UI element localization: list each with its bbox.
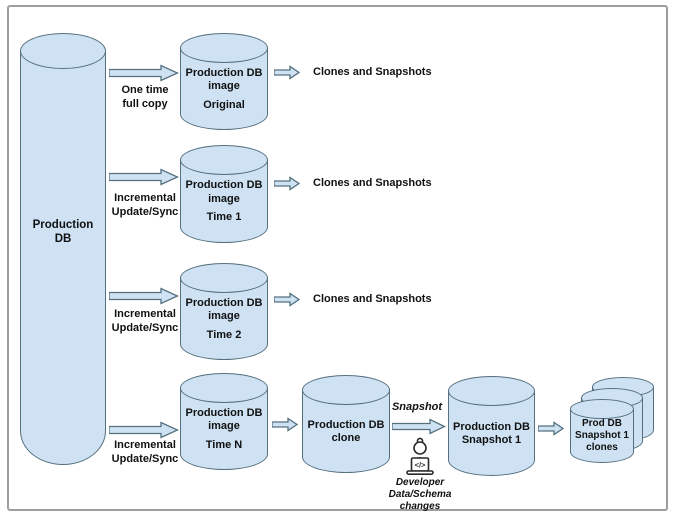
cylinder-top-ellipse [180, 373, 268, 403]
developer-code-glyph: </> [415, 461, 426, 470]
production-db-image-timeN-cylinder: Production DB image Time N [180, 373, 268, 470]
snapshot-arrow [392, 418, 446, 435]
cylinder-label: Production DB Snapshot 1 [450, 404, 533, 464]
cylinder-body [20, 51, 106, 465]
cylinder-title: Production DB Snapshot 1 [453, 420, 530, 446]
cylinder-subtitle: Time N [205, 438, 243, 451]
cylinder-title: Production DB image [185, 296, 263, 323]
cylinder-title: Production DB image [185, 179, 263, 205]
output-arrow-row3 [274, 292, 300, 307]
clones-arrow [538, 421, 564, 436]
arrow-label-row4: Incremental Update/Sync [111, 439, 179, 465]
cylinder-label: Prod DB Snapshot 1 clones [572, 417, 632, 455]
cylinder-subtitle: Original [203, 98, 245, 111]
production-db-snapshot1-cylinder: Production DB Snapshot 1 [448, 376, 535, 476]
cylinder-label: Production DB image Original [182, 61, 266, 118]
cylinder-title: Production DB image [185, 406, 263, 433]
production-db-label: Production DB [32, 219, 94, 246]
cylinder-label: Production DB clone [304, 403, 388, 461]
production-db-image-original-cylinder: Production DB image Original [180, 33, 268, 130]
cylinder-label: Production DB image Time 2 [182, 291, 266, 348]
production-db-image-time1-cylinder: Production DB image Time 1 [180, 145, 268, 243]
cylinder-label: Production DB image Time N [182, 401, 266, 458]
clones-snapshots-label-row2: Clones and Snapshots [313, 177, 432, 189]
sync-arrow-row2 [109, 168, 179, 186]
cylinder-top-ellipse [302, 375, 390, 405]
developer-caption: Developer Data/Schema changes [388, 477, 452, 512]
clone-arrow [272, 417, 298, 432]
sync-arrow-row3 [109, 287, 179, 305]
sync-arrow-row4 [109, 421, 179, 439]
cylinder-title: Production DB image [185, 66, 263, 93]
arrow-label-row1: One time full copy [121, 84, 169, 110]
output-arrow-row2 [274, 176, 300, 191]
developer-icon: </> [406, 437, 434, 476]
arrow-label-row3: Incremental Update/Sync [111, 308, 179, 334]
cylinder-subtitle: Time 2 [206, 328, 242, 341]
cylinder-top-ellipse [180, 263, 268, 293]
cylinder-top-ellipse [180, 145, 268, 175]
snapshot-arrow-label: Snapshot [391, 401, 443, 413]
production-db-clone-cylinder: Production DB clone [302, 375, 390, 473]
cylinder-top-ellipse [180, 33, 268, 63]
cylinder-top-ellipse [570, 399, 634, 419]
cylinder-top-ellipse [20, 33, 106, 69]
cylinder-top-ellipse [448, 376, 535, 406]
clones-snapshots-label-row1: Clones and Snapshots [313, 66, 432, 78]
arrow-label-row2: Incremental Update/Sync [111, 192, 179, 218]
cylinder-subtitle: Time 1 [206, 211, 242, 224]
output-arrow-row1 [274, 65, 300, 80]
production-db-cylinder: Production DB [20, 33, 106, 465]
cylinder-label: Production DB image Time 1 [182, 173, 266, 231]
diagram-frame-border [7, 5, 668, 511]
cylinder-title: Production DB clone [307, 418, 385, 444]
cylinder-body [180, 278, 268, 360]
production-db-image-time2-cylinder: Production DB image Time 2 [180, 263, 268, 360]
prod-db-snapshot1-clones-cylinder: Prod DB Snapshot 1 clones [570, 399, 634, 463]
cylinder-title: Prod DB Snapshot 1 clones [575, 418, 629, 453]
clones-snapshots-label-row3: Clones and Snapshots [313, 293, 432, 305]
copy-arrow-row1 [109, 64, 179, 82]
